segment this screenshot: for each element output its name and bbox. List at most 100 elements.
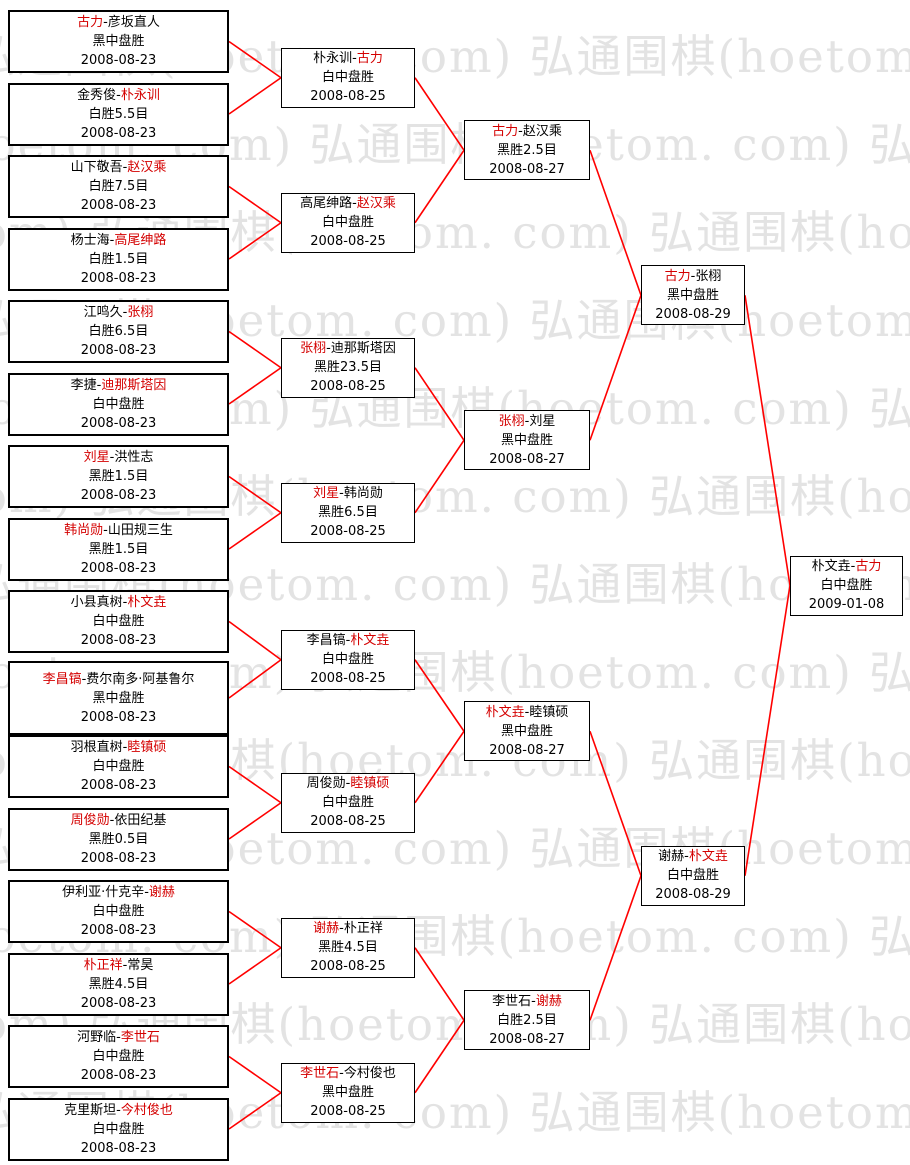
player-name: 朴永训 bbox=[120, 87, 160, 103]
connector-line bbox=[228, 512, 282, 550]
connector-line bbox=[414, 947, 465, 1021]
player-name: 李世石 bbox=[492, 993, 532, 1009]
match-players: 刘星-韩尚勋 bbox=[313, 486, 383, 502]
player-name: 周俊勋 bbox=[306, 776, 346, 792]
match-players: 朴永训-古力 bbox=[313, 51, 383, 67]
match-result: 黑胜6.5目 bbox=[318, 505, 378, 521]
match-players: 克里斯坦-今村俊也 bbox=[64, 1102, 173, 1118]
match-date: 2008-08-23 bbox=[80, 709, 157, 725]
match-players: 谢赫-朴正祥 bbox=[313, 921, 383, 937]
connector-line bbox=[228, 475, 282, 514]
match-date: 2008-08-23 bbox=[80, 198, 157, 213]
match-result: 黑胜23.5目 bbox=[314, 360, 382, 376]
match-date: 2008-08-23 bbox=[80, 850, 157, 866]
match-date: 2008-08-23 bbox=[80, 125, 157, 141]
match-players: 张栩-刘星 bbox=[498, 413, 556, 429]
player-name: 赵汉乘 bbox=[356, 196, 396, 212]
connector-line bbox=[228, 659, 282, 699]
match-result: 黑胜2.5目 bbox=[497, 142, 557, 158]
match-box[interactable]: 张栩-刘星黑中盘胜 2008-08-27 bbox=[464, 410, 590, 471]
match-players: 朴正祥-常昊 bbox=[83, 957, 154, 973]
match-date: 2008-08-23 bbox=[80, 415, 157, 431]
player-name: 张栩 bbox=[127, 305, 154, 320]
match-date: 2008-08-25 bbox=[310, 959, 386, 975]
connector-line bbox=[414, 659, 465, 732]
match-date: 2008-08-23 bbox=[80, 995, 157, 1011]
player-name: 朴文垚 bbox=[350, 633, 390, 649]
player-name: 睦镇硕 bbox=[529, 704, 569, 720]
player-name: 高尾绅路 bbox=[114, 232, 167, 248]
match-players: 古力-张栩 bbox=[664, 268, 722, 284]
match-players: 刘星-洪性志 bbox=[83, 450, 154, 465]
match-result: 黑中盘胜 bbox=[92, 34, 145, 49]
match-players: 李捷-迪那斯塔因 bbox=[70, 377, 167, 393]
match-date: 2008-08-25 bbox=[310, 814, 386, 830]
player-name: 刘星 bbox=[83, 450, 110, 465]
player-name: 朴正祥 bbox=[83, 957, 123, 973]
match-result: 白中盘胜 bbox=[92, 904, 145, 919]
match-box[interactable]: 李捷-迪那斯塔因白中盘胜 2008-08-23 bbox=[8, 372, 229, 436]
player-name: 睦镇硕 bbox=[127, 740, 167, 755]
player-name: 克里斯坦 bbox=[64, 1102, 117, 1118]
match-date: 2008-08-27 bbox=[489, 451, 565, 467]
connector-line bbox=[414, 439, 465, 514]
match-players: 羽根直树-睦镇硕 bbox=[70, 740, 167, 755]
player-name: 李昌镐 bbox=[306, 633, 346, 649]
connector-line bbox=[414, 77, 465, 151]
match-players: 李世石-今村俊也 bbox=[300, 1066, 396, 1082]
player-name: 赵汉乘 bbox=[522, 123, 562, 139]
player-name: 彦坂直人 bbox=[107, 15, 160, 30]
match-players: 古力-赵汉乘 bbox=[492, 123, 562, 139]
match-date: 2008-08-25 bbox=[310, 89, 386, 105]
player-name: 古力 bbox=[356, 51, 383, 67]
match-players: 小县真树-朴文垚 bbox=[70, 595, 167, 610]
player-name: 刘星 bbox=[529, 413, 556, 429]
match-result: 白中盘胜 bbox=[92, 396, 145, 412]
connector-line bbox=[228, 910, 282, 949]
match-date: 2008-08-23 bbox=[80, 343, 157, 358]
player-name: 张栩 bbox=[498, 413, 525, 429]
match-result: 白中盘胜 bbox=[820, 578, 873, 593]
player-name: 李世石 bbox=[120, 1030, 160, 1045]
match-players: 张栩-迪那斯塔因 bbox=[300, 341, 396, 357]
match-result: 黑中盘胜 bbox=[92, 690, 145, 706]
match-result: 黑中盘胜 bbox=[500, 432, 553, 448]
player-name: 迪那斯塔因 bbox=[330, 341, 396, 357]
player-name: 古力 bbox=[664, 268, 691, 284]
player-name: 迪那斯塔因 bbox=[101, 377, 167, 393]
match-date: 2009-01-08 bbox=[808, 597, 885, 612]
player-name: 费尔南多·阿基鲁尔 bbox=[86, 671, 195, 687]
connector-line bbox=[228, 330, 282, 369]
connector-line bbox=[228, 185, 282, 224]
player-name: 杨士海 bbox=[70, 232, 110, 248]
